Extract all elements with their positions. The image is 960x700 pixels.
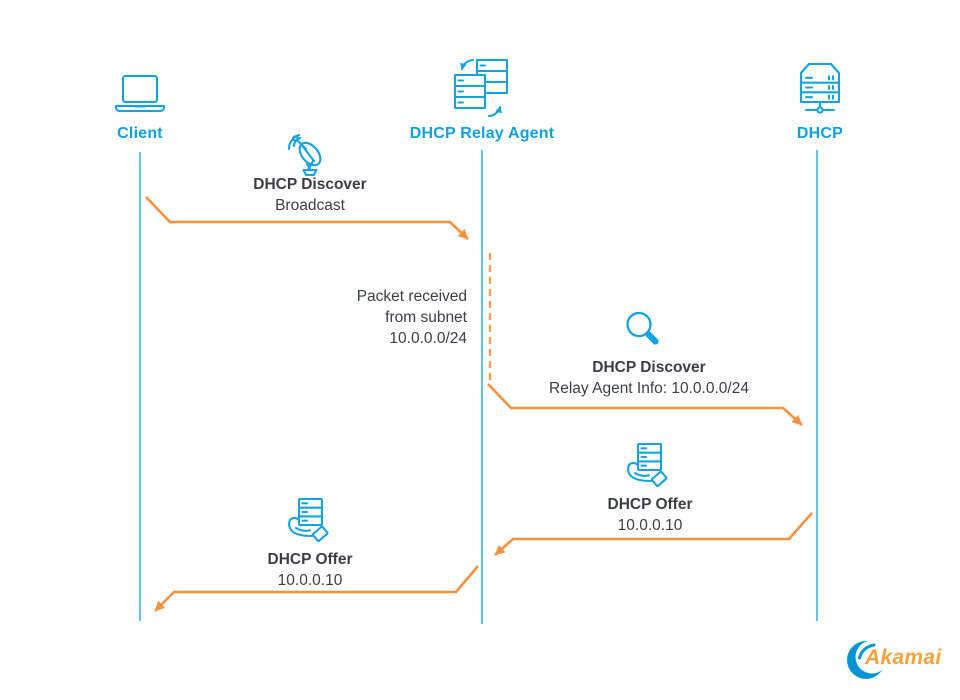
message-subtitle: Broadcast — [275, 197, 345, 214]
relay-server-icon — [453, 58, 509, 118]
message-title: DHCP Offer — [607, 496, 693, 513]
message-title: DHCP Discover — [592, 359, 706, 376]
magnifier-icon — [626, 311, 659, 345]
laptop-icon — [114, 74, 166, 113]
actor-label-client: Client — [117, 125, 163, 142]
message-label-2: DHCP Discover Relay Agent Info: 10.0.0.0… — [499, 357, 799, 399]
message-title: DHCP Offer — [267, 551, 353, 568]
hand-server-icon — [627, 442, 668, 487]
message-label-3: DHCP Offer 10.0.0.10 — [550, 494, 750, 536]
message-subtitle: 10.0.0.10 — [277, 572, 343, 589]
akamai-logo-text: Akamai — [865, 646, 942, 669]
relay-note-packet-received: Packet received from subnet 10.0.0.0/24 — [356, 288, 467, 347]
akamai-logo: Akamai — [843, 636, 953, 684]
actor-label-relay-agent: DHCP Relay Agent — [409, 125, 555, 142]
message-label-4: DHCP Offer 10.0.0.10 — [210, 549, 410, 591]
hand-server-icon — [288, 497, 329, 542]
arrow-dhcp-offer-relay-to-client — [154, 565, 479, 612]
actor-label-dhcp: DHCP — [796, 125, 844, 142]
message-label-1: DHCP Discover Broadcast — [210, 174, 410, 216]
akamai-wave-icon — [847, 641, 885, 679]
message-title: DHCP Discover — [253, 176, 367, 193]
server-icon — [799, 62, 841, 114]
message-subtitle: 10.0.0.10 — [617, 517, 683, 534]
arrow-dhcp-offer-dhcp-to-relay — [494, 512, 813, 556]
arrow-dhcp-discover-relay-to-dhcp — [487, 383, 803, 426]
message-subtitle: Relay Agent Info: 10.0.0.0/24 — [549, 380, 749, 397]
arrow-dhcp-discover-client-to-relay — [145, 196, 469, 240]
satellite-dish-icon — [287, 133, 322, 177]
